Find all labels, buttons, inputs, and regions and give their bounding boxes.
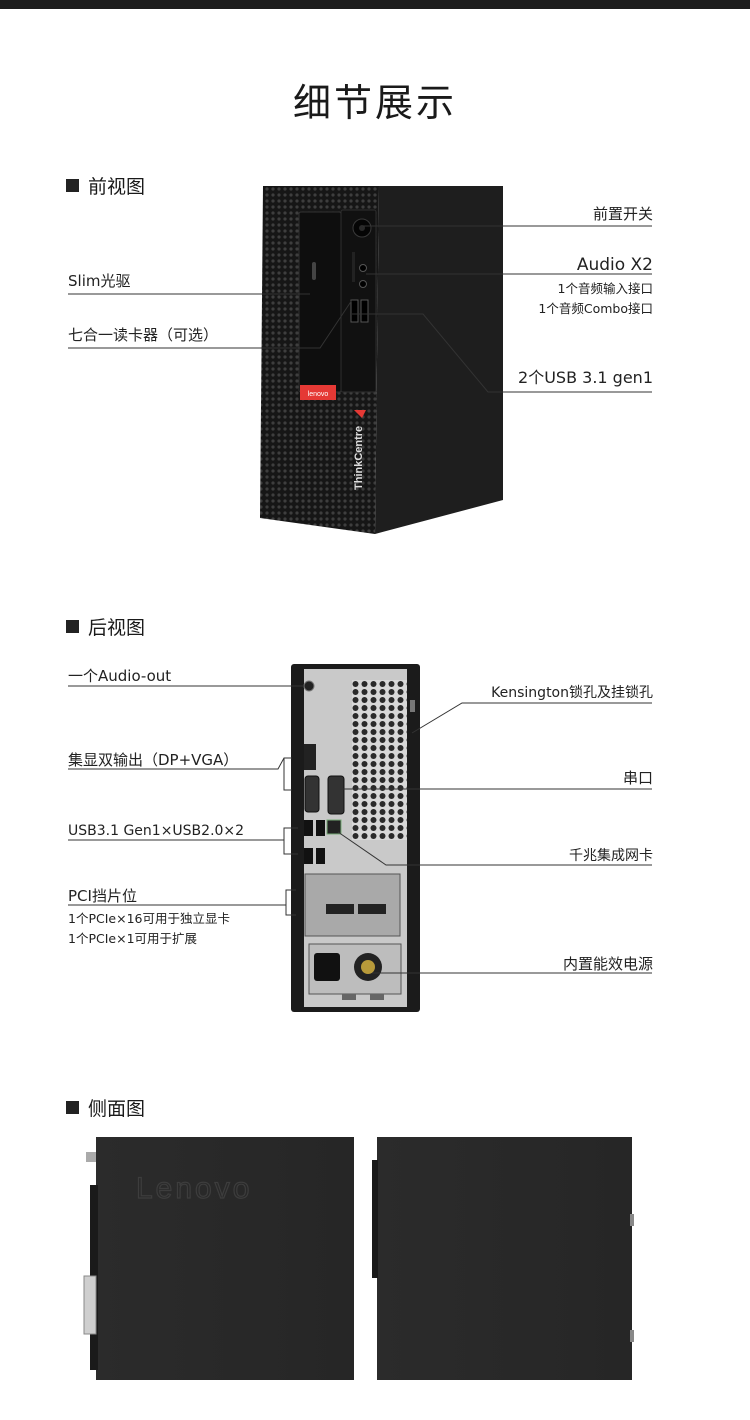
- label-pci-title: PCI挡片位: [68, 887, 137, 905]
- label-pci-x16: 1个PCIe×16可用于独立显卡: [68, 911, 230, 926]
- rear-vent-grille: [352, 680, 407, 840]
- pci-slot-icon: [326, 904, 354, 914]
- label-display-out: 集显双输出（DP+VGA）: [68, 751, 239, 769]
- front-tower: lenovo ThinkCentre: [260, 186, 503, 534]
- label-audio-out: 一个Audio-out: [68, 667, 172, 685]
- section-front-view: 前视图: [66, 172, 145, 199]
- thinkcentre-vertical-brand: ThinkCentre: [353, 426, 365, 490]
- label-audio-combo: 1个音频Combo接口: [538, 301, 653, 316]
- serial-port-icon: [327, 775, 345, 815]
- audio-jack-icon: [359, 264, 367, 272]
- label-lan: 千兆集成网卡: [569, 848, 653, 864]
- label-card-reader: 七合一读卡器（可选）: [68, 326, 219, 344]
- label-power-switch: 前置开关: [592, 205, 653, 223]
- label-front-usb: 2个USB 3.1 gen1: [518, 368, 653, 387]
- usb-port-icon: [360, 299, 369, 323]
- card-reader-slot: [352, 252, 355, 282]
- front-callout-lines: [68, 225, 652, 393]
- section-bullet-icon: [66, 1101, 79, 1114]
- label-rear-usb: USB3.1 Gen1×USB2.0×2: [68, 823, 245, 839]
- section-title-rear: 后视图: [88, 617, 146, 639]
- rear-callout-lines: [68, 685, 652, 974]
- section-bullet-icon: [66, 179, 79, 192]
- section-bullet-icon: [66, 620, 79, 633]
- side-panel-left: Lenovo: [83, 1137, 354, 1380]
- label-pci-x1: 1个PCIe×1可用于扩展: [68, 931, 198, 946]
- audio-jack-icon: [359, 280, 367, 288]
- label-psu: 内置能效电源: [562, 955, 653, 973]
- usb-port-icon: [304, 820, 313, 836]
- side-panel-right: [372, 1137, 634, 1380]
- section-rear-view: 后视图: [66, 613, 145, 640]
- pci-slot-icon: [358, 904, 386, 914]
- red-accent-icon: [354, 410, 366, 418]
- section-side-view: 侧面图: [66, 1094, 145, 1121]
- optical-drive-bay: [298, 211, 342, 393]
- lenovo-badge: [300, 385, 336, 400]
- drive-eject-button: [312, 262, 316, 280]
- lenovo-badge-text: lenovo: [308, 391, 329, 398]
- embossed-lenovo-logo: Lenovo: [136, 1172, 252, 1205]
- usb-port-icon: [304, 848, 313, 864]
- lan-port-icon: [326, 819, 342, 835]
- label-serial-port: 串口: [622, 769, 653, 787]
- label-kensington: Kensington锁孔及挂锁孔: [491, 685, 653, 701]
- label-slim-drive: Slim光驱: [68, 272, 131, 290]
- top-bar: [0, 0, 750, 9]
- audio-out-jack-icon: [303, 680, 315, 692]
- dp-port-icon: [304, 744, 316, 770]
- usb-port-icon: [350, 299, 359, 323]
- page-title: 细节展示: [292, 81, 457, 125]
- usb-port-icon: [316, 820, 325, 836]
- rear-tower: [291, 664, 420, 1012]
- power-socket-icon: [314, 953, 340, 981]
- label-audio-title: Audio X2: [576, 255, 653, 275]
- usb-port-icon: [316, 848, 325, 864]
- label-audio-in: 1个音频输入接口: [557, 281, 653, 296]
- section-title-front: 前视图: [88, 176, 146, 198]
- vga-port-icon: [304, 775, 320, 813]
- section-title-side: 侧面图: [88, 1098, 146, 1120]
- kensington-lock-icon: [410, 700, 415, 712]
